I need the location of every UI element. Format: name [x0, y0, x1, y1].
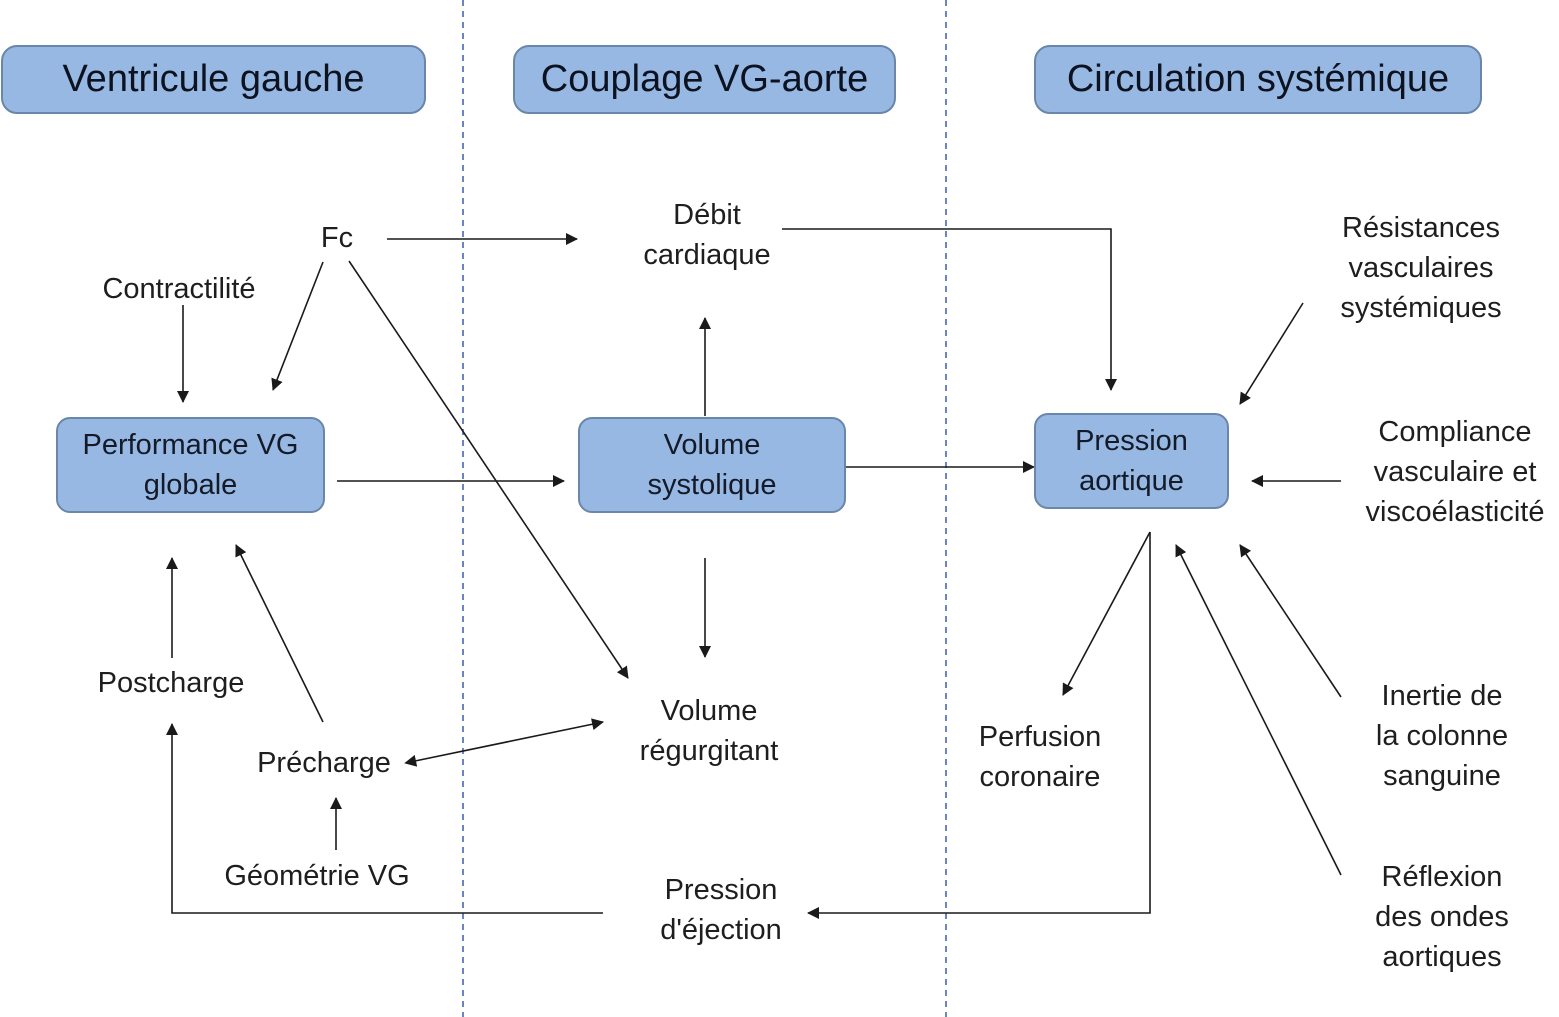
label-compliance-vasculaire: Compliance vasculaire et viscoélasticité — [1365, 416, 1545, 528]
label-inertie-colonne: Inertie de la colonne sanguine — [1375, 680, 1509, 792]
node-pression-aortique: Pression aortique — [1034, 413, 1229, 509]
label-resistances-vasculaires: Résistances vasculaires systémiques — [1340, 212, 1502, 324]
arrow-resistances-to-aortique — [1239, 302, 1304, 405]
arrow-fc-to-regurgitant — [348, 260, 629, 679]
label-fc: Fc — [320, 222, 354, 254]
arrow-fc-to-performance — [271, 261, 324, 391]
arrow-inertie-to-aortique — [1239, 544, 1342, 698]
node-volume-systolique: Volume systolique — [578, 417, 846, 513]
label-pression-ejection: Pression d'éjection — [660, 874, 782, 946]
label-geometrie-vg: Géométrie VG — [224, 860, 410, 892]
arrow-ejection-to-postcharge — [166, 723, 603, 914]
arrow-aortique-to-ejection — [807, 532, 1151, 919]
node-performance-vg-globale: Performance VG globale — [56, 417, 325, 513]
label-debit-cardiaque: Débit cardiaque — [643, 199, 771, 271]
column-header-label: Ventricule gauche — [62, 58, 365, 100]
column-header-label: Circulation systémique — [1066, 58, 1450, 100]
label-contractilite: Contractilité — [102, 273, 256, 305]
label-postcharge: Postcharge — [97, 667, 245, 699]
arrow-regurgitant-precharge — [404, 718, 604, 767]
arrow-debit-to-pression-aortique — [782, 228, 1117, 391]
arrow-reflexion-to-aortique — [1175, 544, 1342, 876]
label-precharge: Précharge — [257, 747, 391, 779]
label-perfusion-coronaire: Perfusion coronaire — [978, 721, 1102, 793]
column-header-label: Couplage VG-aorte — [540, 58, 869, 100]
label-volume-regurgitant: Volume régurgitant — [639, 695, 779, 767]
arrow-precharge-to-performance — [235, 544, 324, 723]
column-header-circulation: Circulation systémique — [1034, 45, 1482, 114]
column-header-ventricule-gauche: Ventricule gauche — [1, 45, 426, 114]
label-reflexion-ondes: Réflexion des ondes aortiques — [1375, 861, 1509, 973]
column-header-couplage: Couplage VG-aorte — [513, 45, 896, 114]
arrow-aortique-to-perfusion — [1062, 531, 1151, 696]
